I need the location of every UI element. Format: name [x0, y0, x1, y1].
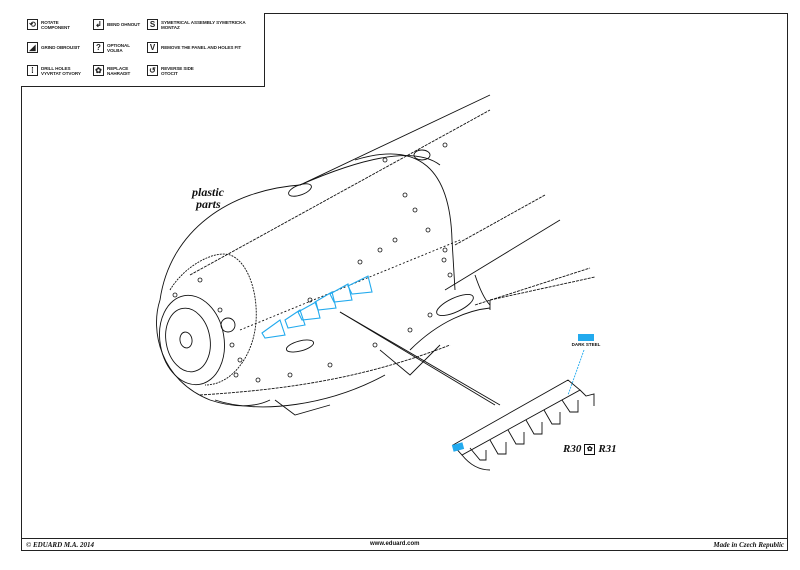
replace-icon: ✿	[584, 443, 596, 455]
color-name: DARK STEEL	[571, 342, 601, 347]
legend-item: ◢ GRIND OBROUSIT	[27, 42, 81, 53]
legend-item: ? OPTIONAL VOLBA	[93, 42, 141, 53]
parts-label: parts	[196, 197, 221, 211]
legend-text: BEND OHNOUT	[107, 22, 141, 27]
part-reference: R30 ✿ R31	[563, 443, 617, 455]
symbol-legend: ⟲ ROTATE COMPONENT ↲ BEND OHNOUT S SYMET…	[21, 13, 265, 87]
remove-panel-icon: V	[147, 42, 158, 53]
drill-icon: ⁞	[27, 65, 38, 76]
sheet-frame	[21, 13, 788, 551]
reverse-side-icon: ↺	[147, 65, 158, 76]
color-leader-line	[567, 349, 585, 396]
legend-item: ⁞ DRILL HOLES VYVRTAT OTVORY	[27, 65, 85, 76]
exhaust-highlight-installed	[261, 275, 373, 339]
leader-line	[339, 311, 496, 406]
legend-text: REMOVE THE PANEL AND HOLES FIT	[161, 45, 242, 50]
part-ref-r30: R30	[563, 443, 582, 455]
replace-icon: ✿	[93, 65, 104, 76]
legend-text: DRILL HOLES VYVRTAT OTVORY	[41, 65, 81, 76]
rotate-icon: ⟲	[27, 19, 38, 30]
legend-item: V REMOVE THE PANEL AND HOLES FIT	[147, 42, 261, 53]
legend-text: GRIND OBROUSIT	[41, 45, 80, 50]
legend-item: ↲ BEND OHNOUT	[93, 19, 141, 30]
engine-cowling	[156, 149, 501, 416]
plastic-parts-label: plastic parts	[192, 186, 224, 210]
legend-text: ROTATE COMPONENT	[41, 19, 70, 30]
legend-text: SYMETRICAL ASSEMBLY SYMETRICKA MONTAZ	[161, 19, 246, 30]
fuselage-lines	[159, 94, 596, 376]
legend-text: OPTIONAL VOLBA	[107, 42, 130, 53]
color-swatch	[578, 334, 594, 341]
rivets	[172, 142, 453, 383]
grind-icon: ◢	[27, 42, 38, 53]
bend-icon: ↲	[93, 19, 104, 30]
footer-copyright: © EDUARD M.A. 2014	[26, 541, 95, 549]
footer-website: www.eduard.com	[370, 541, 420, 547]
exhaust-part-r30-r31	[451, 379, 595, 471]
legend-text: REPLACE NAHRADIT	[107, 65, 131, 76]
symmetrical-icon: S	[147, 19, 158, 30]
color-callout: DARK STEEL	[566, 334, 606, 347]
footer-made-in: Made in Czech Republic	[713, 541, 784, 549]
part-ref-r31: R31	[598, 443, 617, 455]
legend-text: REVERSE SIDE OTOCIT	[161, 65, 194, 76]
optional-icon: ?	[93, 42, 104, 53]
footer-divider	[21, 538, 788, 539]
plastic-label: plastic	[192, 185, 224, 199]
legend-item: ✿ REPLACE NAHRADIT	[93, 65, 145, 76]
legend-item: ↺ REVERSE SIDE OTOCIT	[147, 65, 205, 76]
legend-item: ⟲ ROTATE COMPONENT	[27, 19, 81, 30]
legend-item: S SYMETRICAL ASSEMBLY SYMETRICKA MONTAZ	[147, 19, 251, 30]
color-mark	[451, 442, 465, 452]
